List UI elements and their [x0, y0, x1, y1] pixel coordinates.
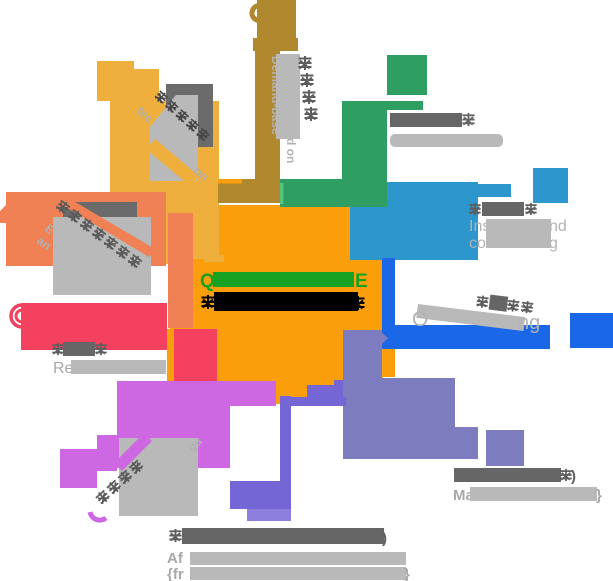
- svg-text:): ): [571, 468, 576, 485]
- svg-text:}: }: [404, 566, 410, 581]
- svg-text:Re: Re: [53, 360, 74, 377]
- svg-text:co: co: [469, 235, 486, 252]
- svg-text:Q: Q: [200, 271, 215, 292]
- svg-text:g: g: [549, 235, 558, 252]
- svg-text:ng: ng: [518, 312, 540, 334]
- svg-text:Ins: Ins: [469, 218, 490, 235]
- svg-text:}: }: [596, 487, 602, 504]
- svg-text:{fr: {fr: [167, 566, 184, 581]
- svg-text:Af: Af: [167, 550, 184, 567]
- svg-text:an: an: [34, 233, 54, 253]
- svg-text:Ma: Ma: [453, 487, 474, 504]
- svg-text:nd: nd: [549, 218, 567, 235]
- svg-text:O: O: [412, 308, 428, 331]
- svg-text:E: E: [355, 271, 368, 292]
- svg-text:): ): [382, 530, 387, 547]
